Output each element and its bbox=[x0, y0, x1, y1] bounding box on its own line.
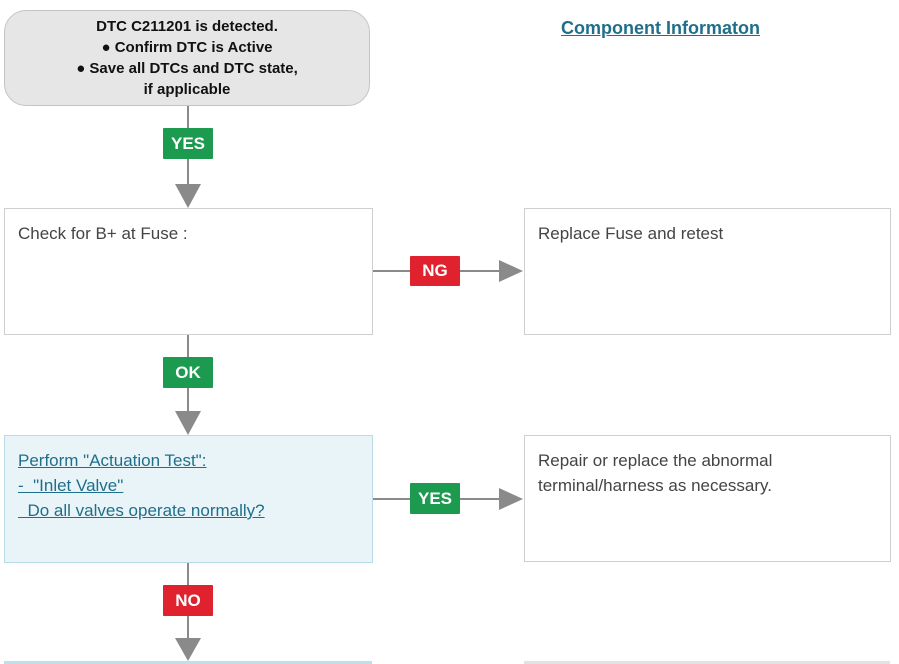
valves-question-link[interactable]: Do all valves operate normally? bbox=[18, 501, 265, 520]
start-node: DTC C211201 is detected. ● Confirm DTC i… bbox=[4, 10, 370, 106]
inlet-valve-link[interactable]: - "Inlet Valve" bbox=[18, 476, 124, 495]
start-line-2: ● Confirm DTC is Active bbox=[101, 39, 273, 56]
step-repair-line-1: Repair or replace the abnormal bbox=[538, 451, 773, 470]
component-information-link[interactable]: Component Informaton bbox=[561, 18, 760, 38]
actuation-test-link[interactable]: Perform "Actuation Test": bbox=[18, 451, 207, 470]
start-line-4: if applicable bbox=[143, 81, 231, 98]
step-replace-fuse-text: Replace Fuse and retest bbox=[538, 224, 724, 243]
arrow-down-2 bbox=[175, 411, 201, 435]
yes-badge-2: YES bbox=[410, 483, 460, 514]
next-step-box-partial bbox=[4, 661, 372, 664]
ok-badge: OK bbox=[163, 357, 213, 388]
start-line-1: DTC C211201 is detected. bbox=[96, 18, 278, 35]
arrow-down-3 bbox=[175, 638, 201, 661]
next-side-box-partial bbox=[524, 661, 890, 664]
arrow-right-2 bbox=[499, 488, 523, 510]
step-repair-line-2: terminal/harness as necessary. bbox=[538, 476, 773, 495]
yes-badge-1: YES bbox=[163, 128, 213, 159]
step-replace-fuse: Replace Fuse and retest bbox=[524, 208, 891, 335]
step-repair-harness: Repair or replace the abnormal terminal/… bbox=[524, 435, 891, 562]
arrow-right-1 bbox=[499, 260, 523, 282]
arrow-down-1 bbox=[175, 184, 201, 208]
no-badge: NO bbox=[163, 585, 213, 616]
step-check-fuse-text: Check for B+ at Fuse : bbox=[18, 224, 188, 243]
step-check-fuse: Check for B+ at Fuse : bbox=[4, 208, 373, 335]
ng-badge: NG bbox=[410, 256, 460, 286]
start-line-3: ● Save all DTCs and DTC state, bbox=[76, 60, 298, 77]
step-actuation-test: Perform "Actuation Test": - "Inlet Valve… bbox=[4, 435, 373, 563]
